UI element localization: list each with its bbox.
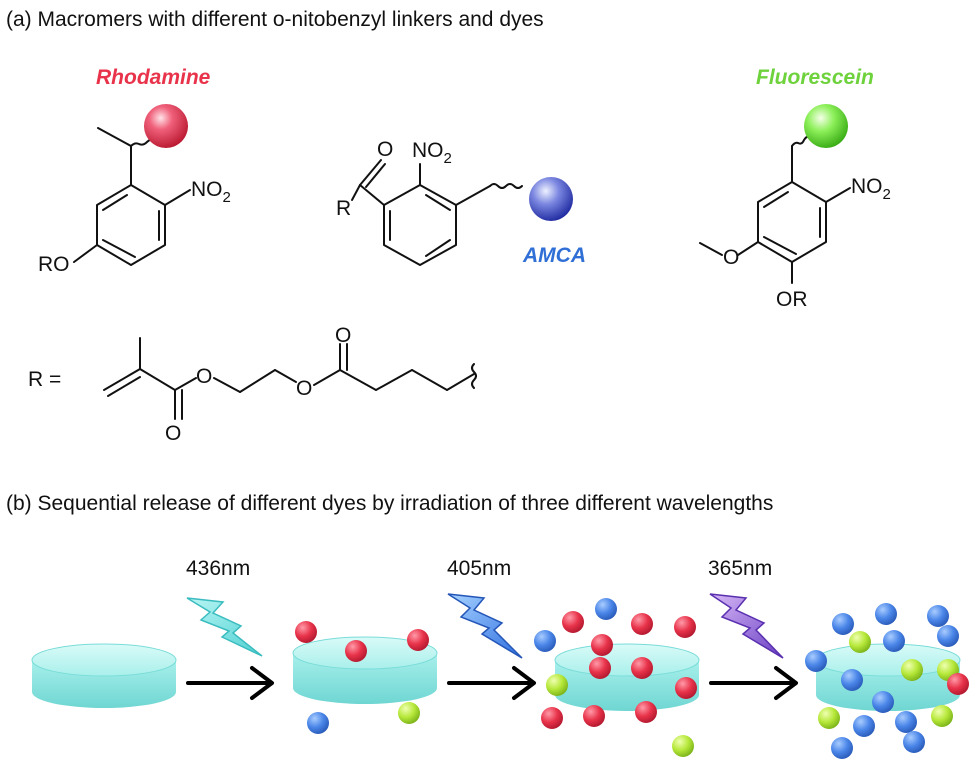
- fluorescein-bead: [931, 705, 953, 727]
- reaction-arrow-3: [709, 666, 798, 700]
- rhodamine-bead: [947, 673, 969, 695]
- amca-bead: [872, 691, 894, 713]
- fluorescein-bead: [398, 702, 420, 724]
- amca-bead: [307, 712, 329, 734]
- rhodamine-bead: [407, 629, 429, 651]
- fluorescein-bead: [901, 659, 923, 681]
- stage-3-beads: [534, 598, 697, 757]
- rhodamine-bead: [562, 611, 584, 633]
- fluorescein-methoxy-o-label: O: [723, 246, 739, 269]
- amca-bead: [832, 613, 854, 635]
- molecule-rhodamine: Rhodamine NO2 RO: [38, 66, 231, 276]
- rhodamine-bead: [631, 613, 653, 635]
- wavelength-label-365: 365nm: [708, 557, 772, 580]
- r-group-ester-o-2: O: [296, 377, 312, 400]
- amca-bead: [895, 711, 917, 733]
- stage-2-beads: [295, 621, 429, 734]
- rhodamine-bead: [295, 621, 317, 643]
- lightning-bolt-365-icon: [709, 593, 784, 659]
- amca-carbonyl-o-label: O: [377, 138, 393, 161]
- amca-bead: [875, 603, 897, 625]
- rhodamine-sphere: [144, 104, 188, 148]
- fluorescein-or-label: OR: [776, 288, 808, 311]
- rhodamine-label: Rhodamine: [96, 66, 211, 89]
- fluorescein-bead: [849, 631, 871, 653]
- molecule-amca: O R NO2 AMCA: [336, 138, 586, 267]
- lightning-bolt-405-icon: [447, 593, 523, 659]
- panel-b-caption: (b) Sequential release of different dyes…: [6, 492, 773, 515]
- hydrogel-disc-1: [31, 643, 177, 708]
- amca-nitro-label: NO2: [412, 139, 452, 167]
- amca-label: AMCA: [522, 244, 586, 267]
- r-group-carbonyl-o-1: O: [165, 422, 181, 445]
- amca-bead: [883, 630, 905, 652]
- panel-a-caption: (a) Macromers with different o-nitobenzy…: [6, 8, 544, 31]
- fluorescein-bead: [672, 735, 694, 757]
- amca-bead: [595, 598, 617, 620]
- rhodamine-bead: [345, 640, 367, 662]
- fluorescein-label: Fluorescein: [756, 66, 874, 89]
- reaction-arrow-2: [447, 666, 536, 700]
- r-group-carbonyl-o-2: O: [335, 324, 351, 347]
- rhodamine-ro-label: RO: [38, 253, 70, 276]
- amca-bead: [853, 715, 875, 737]
- molecule-fluorescein: Fluorescein NO2 O OR: [699, 66, 891, 311]
- rhodamine-bead: [674, 616, 696, 638]
- amca-bead: [534, 630, 556, 652]
- rhodamine-bead: [589, 657, 611, 679]
- amca-bead: [937, 625, 959, 647]
- rhodamine-bead: [591, 634, 613, 656]
- fluorescein-sphere: [804, 104, 848, 148]
- amca-bead: [927, 605, 949, 627]
- hydrogel-disc-2: [292, 636, 438, 704]
- reaction-arrow-1: [186, 666, 274, 700]
- rhodamine-bead: [635, 701, 657, 723]
- stage-4-beads: [805, 603, 969, 759]
- amca-bead: [841, 669, 863, 691]
- wavelength-label-436: 436nm: [186, 557, 250, 580]
- rhodamine-bead: [583, 705, 605, 727]
- r-equals-label: R =: [28, 368, 61, 391]
- amca-r-label: R: [336, 197, 351, 220]
- rhodamine-bead: [675, 677, 697, 699]
- amca-bead: [831, 737, 853, 759]
- amca-bead: [805, 650, 827, 672]
- hydrogel-disc-3: [554, 643, 700, 711]
- wavelength-label-405: 405nm: [447, 557, 511, 580]
- rhodamine-bead: [631, 657, 653, 679]
- r-group-ester-o-1: O: [196, 365, 212, 388]
- amca-sphere: [529, 177, 573, 221]
- fluorescein-bead: [818, 707, 840, 729]
- rhodamine-bead: [541, 707, 563, 729]
- fluorescein-bead: [546, 674, 568, 696]
- fluorescein-nitro-label: NO2: [851, 175, 891, 203]
- lightning-bolt-436-icon: [186, 597, 263, 657]
- r-group-structure: R = O O O O: [28, 324, 477, 445]
- rhodamine-nitro-label: NO2: [191, 178, 231, 206]
- amca-bead: [903, 731, 925, 753]
